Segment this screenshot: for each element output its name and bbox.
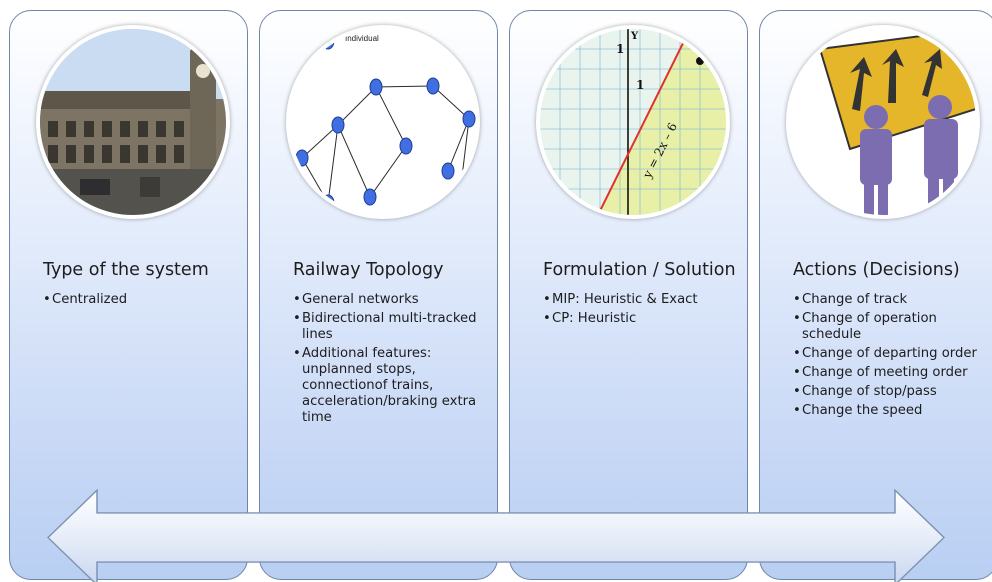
list-item: Change of track bbox=[793, 292, 992, 308]
graph-label: Individual bbox=[345, 34, 379, 43]
panel-title: Actions (Decisions) bbox=[793, 260, 960, 280]
list-item: Change of departing order bbox=[793, 346, 992, 362]
panel-item-list: Change of track Change of operation sche… bbox=[793, 292, 992, 422]
panel-type-of-system: Type of the system Centralized bbox=[9, 10, 248, 580]
panel-item-list: General networks Bidirectional multi-tra… bbox=[293, 292, 493, 429]
panel-item-list: MIP: Heuristic & Exact CP: Heuristic bbox=[543, 292, 743, 330]
panel-formulation-solution: Y 1 1 y = 2x – 6 Formulation / Solution … bbox=[509, 10, 748, 580]
list-item: CP: Heuristic bbox=[543, 311, 743, 327]
panel-title: Railway Topology bbox=[293, 260, 444, 280]
business-people-arrows bbox=[786, 25, 980, 219]
list-item: Bidirectional multi-tracked lines bbox=[293, 311, 493, 343]
list-item: MIP: Heuristic & Exact bbox=[543, 292, 743, 308]
graph-axis-label: Y bbox=[630, 31, 639, 42]
panel-title: Type of the system bbox=[43, 260, 209, 280]
list-item: Additional features: unplanned stops, co… bbox=[293, 346, 493, 426]
panel-title: Formulation / Solution bbox=[543, 260, 736, 280]
graph-tick-label: 1 bbox=[616, 42, 624, 56]
network-graph: Individual bbox=[286, 25, 480, 219]
list-item: Change of meeting order bbox=[793, 365, 992, 381]
linear-graph: Y 1 1 y = 2x – 6 bbox=[536, 25, 730, 219]
list-item: Change of operation schedule bbox=[793, 311, 992, 343]
list-item: General networks bbox=[293, 292, 493, 308]
panel-actions-decisions: Actions (Decisions) Change of track Chan… bbox=[759, 10, 992, 580]
list-item: Change the speed bbox=[793, 403, 992, 419]
panel-item-list: Centralized bbox=[43, 292, 243, 311]
list-item: Centralized bbox=[43, 292, 243, 308]
list-item: Change of stop/pass bbox=[793, 384, 992, 400]
panel-railway-topology: Individual Railway Topology General netw… bbox=[259, 10, 498, 580]
graph-tick-label: 1 bbox=[636, 78, 644, 92]
